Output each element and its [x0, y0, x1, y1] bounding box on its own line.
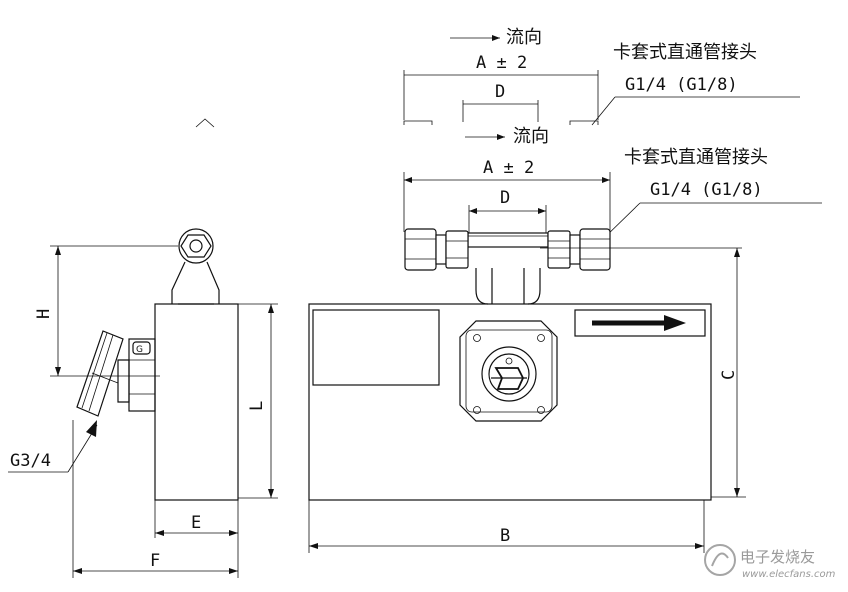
dim-l-arrow-bottom — [268, 489, 274, 498]
watermark-logo-icon — [704, 544, 736, 576]
left-nut — [404, 228, 437, 271]
ghost-fitting-name: 卡套式直通管接头 — [613, 42, 757, 63]
dim-d-arrow-left — [469, 208, 477, 214]
dim-a-arrow-left — [404, 177, 412, 183]
dim-e-label: E — [191, 513, 201, 533]
ghost-flow-label: 流向 — [506, 27, 542, 48]
sensor-housing — [308, 303, 712, 501]
terminal-body-line-1 — [81, 332, 108, 409]
ghost-flow-arrow-head — [492, 35, 500, 41]
right-nut — [579, 228, 611, 271]
screw-bottom-left — [473, 406, 481, 414]
left-riser — [475, 268, 489, 305]
terminal-cap — [132, 341, 151, 355]
ghost-dim-d: D — [495, 82, 505, 102]
watermark: 电子发烧友 www.elecfans.com — [704, 544, 836, 580]
display-window — [312, 309, 440, 386]
watermark-title: 电子发烧友 — [740, 548, 815, 566]
right-riser — [527, 268, 541, 305]
terminal-body-line-3 — [91, 372, 119, 384]
junction-box — [459, 320, 558, 422]
fitting-name: 卡套式直通管接头 — [624, 147, 768, 168]
dim-b-arrow-left — [309, 543, 318, 549]
side-fitting-outer — [178, 228, 214, 264]
flow-arrow-head — [497, 134, 505, 140]
side-fitting-hex — [180, 234, 212, 258]
terminal-head: G — [76, 330, 156, 417]
right-fitting — [547, 228, 611, 271]
ghost-view: 流向 A ± 2 D 卡套式直通管接头 G1/4 (G1/8) — [195, 27, 800, 128]
left-body — [445, 230, 469, 269]
side-view: G H L E F — [8, 228, 278, 578]
right-nut-neck — [569, 234, 581, 265]
left-nut-neck — [435, 234, 447, 265]
dim-h-label: H — [34, 309, 54, 319]
terminal-body-line-2 — [88, 334, 114, 412]
dim-c-label: C — [719, 370, 739, 380]
terminal-collar — [117, 359, 130, 403]
dim-f-arrow-left — [73, 568, 82, 574]
junction-cap-outer — [481, 346, 537, 402]
ghost-fitting-right-edge — [569, 120, 599, 125]
fitting-thread: G1/4 (G1/8) — [650, 180, 763, 200]
watermark-url: www.elecfans.com — [742, 569, 836, 580]
direction-plate — [574, 309, 706, 337]
dim-h-arrow-top — [55, 246, 61, 255]
side-support-right — [206, 261, 220, 304]
screw-top-left — [473, 334, 481, 342]
dim-b-arrow-right — [695, 543, 704, 549]
dim-h-arrow-bottom — [55, 367, 61, 376]
dim-c-arrow-bottom — [734, 488, 740, 497]
watermark-logo-mark — [711, 552, 729, 567]
side-fitting-bore — [189, 239, 203, 253]
g34-label: G3/4 — [10, 451, 51, 471]
dim-l-arrow-top — [268, 304, 274, 313]
right-body — [547, 230, 571, 269]
direction-arrow-head — [664, 315, 686, 331]
junction-box-outline — [459, 320, 558, 422]
ghost-fitting-left-edge — [403, 120, 433, 125]
junction-box-inner — [465, 329, 553, 413]
flow-label: 流向 — [513, 126, 549, 147]
junction-cap-inner — [488, 353, 530, 395]
g34-leader-arrow — [86, 420, 97, 437]
side-support-left — [171, 261, 186, 304]
dim-c-arrow-top — [734, 248, 740, 257]
dim-b-label: B — [500, 526, 510, 546]
dim-a-label: A ± 2 — [483, 158, 534, 178]
side-housing — [154, 303, 239, 501]
connecting-tube — [467, 232, 549, 248]
dim-f-label: F — [150, 551, 160, 571]
dim-e-arrow-right — [229, 530, 238, 536]
ghost-fitting-thread: G1/4 (G1/8) — [625, 75, 738, 95]
dim-d-arrow-right — [538, 208, 546, 214]
terminal-body — [76, 330, 124, 417]
screw-top-right — [537, 334, 545, 342]
terminal-cap-mark: G — [136, 345, 143, 355]
ghost-side-cap — [195, 118, 215, 128]
ghost-dim-a: A ± 2 — [476, 53, 527, 73]
left-fitting — [404, 228, 469, 271]
screw-bottom-right — [537, 406, 545, 414]
dim-d-label: D — [500, 188, 510, 208]
dim-f-arrow-right — [229, 568, 238, 574]
front-view: 流向 A ± 2 D 卡套式直通管接头 G1/4 (G1/8) — [308, 126, 822, 553]
ghost-leader-diagonal — [591, 96, 616, 126]
dim-l-label: L — [247, 401, 267, 411]
dim-e-arrow-left — [155, 530, 164, 536]
dim-a-arrow-right — [602, 177, 610, 183]
junction-cap-pin — [505, 357, 513, 365]
